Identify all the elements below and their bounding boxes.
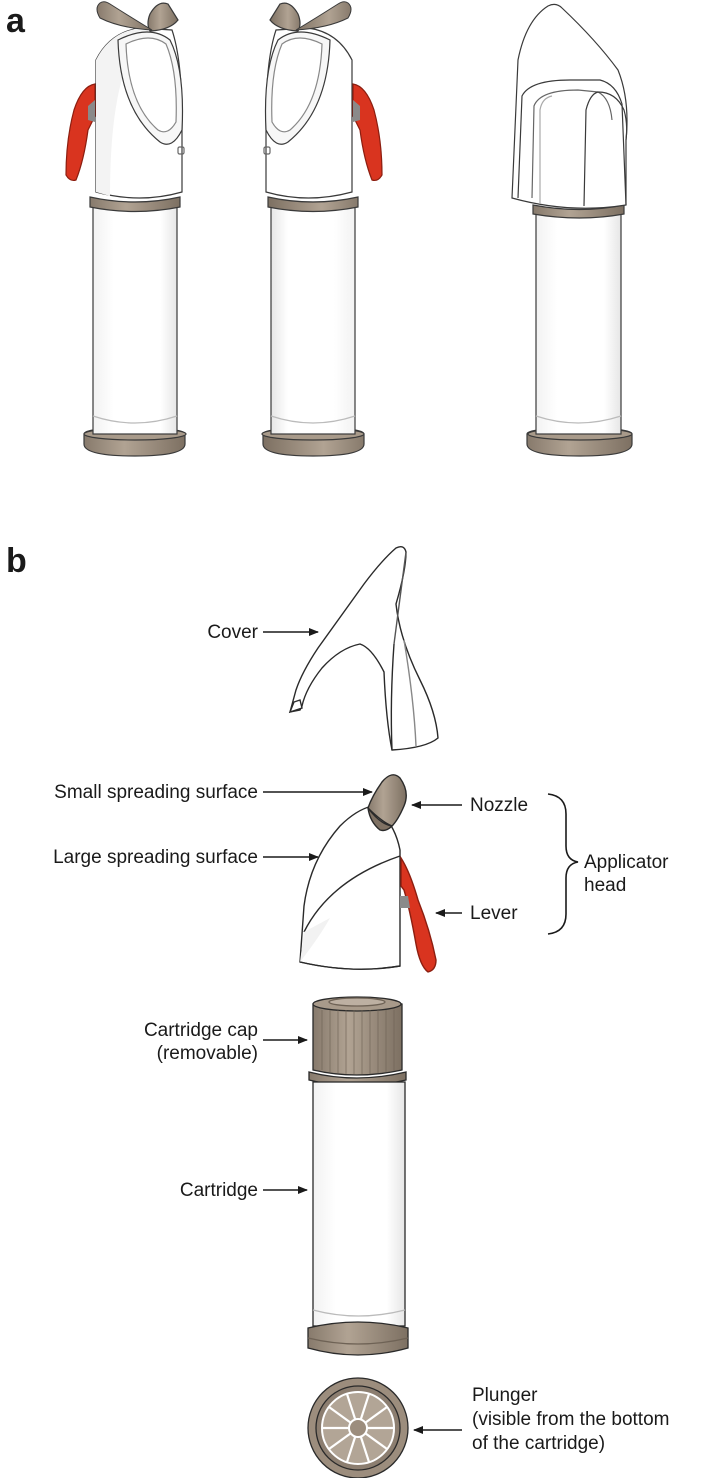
label-nozzle: Nozzle	[470, 795, 529, 816]
applicator-head-brace	[547, 793, 579, 935]
label-applicator-head-line-2: head	[584, 875, 627, 896]
label-lever: Lever	[470, 903, 518, 924]
callout-arrows	[263, 628, 579, 1434]
label-cartridge-cap-line-1: Cartridge cap	[143, 1020, 258, 1041]
label-applicator-head: Applicator head	[584, 851, 669, 897]
applicator-view-front-right	[261, 1, 383, 457]
label-plunger-line-2: (visible from the bottom	[472, 1409, 670, 1430]
label-cartridge-cap: Cartridge cap (removable)	[144, 1019, 258, 1065]
label-cartridge-cap-line-2: (removable)	[156, 1043, 258, 1064]
cartridge-part	[307, 996, 409, 1356]
label-cartridge: Cartridge	[179, 1180, 258, 1201]
panel-label-a: a	[6, 2, 25, 40]
cover-part	[288, 545, 439, 751]
plunger-part	[307, 1377, 409, 1478]
label-plunger: Plunger (visible from the bottom of the …	[472, 1384, 669, 1456]
applicator-view-with-cover	[511, 3, 633, 457]
label-plunger-line-3: of the cartridge)	[472, 1433, 606, 1454]
label-small-spreading-surface: Small spreading surface	[54, 782, 258, 803]
label-large-spreading-surface: Large spreading surface	[53, 847, 258, 868]
label-cover: Cover	[207, 622, 258, 643]
applicator-view-front-left	[65, 1, 187, 457]
panel-label-b: b	[6, 542, 27, 580]
label-plunger-line-1: Plunger	[472, 1385, 538, 1406]
applicator-head-part	[299, 774, 437, 973]
label-applicator-head-line-1: Applicator	[584, 852, 669, 873]
